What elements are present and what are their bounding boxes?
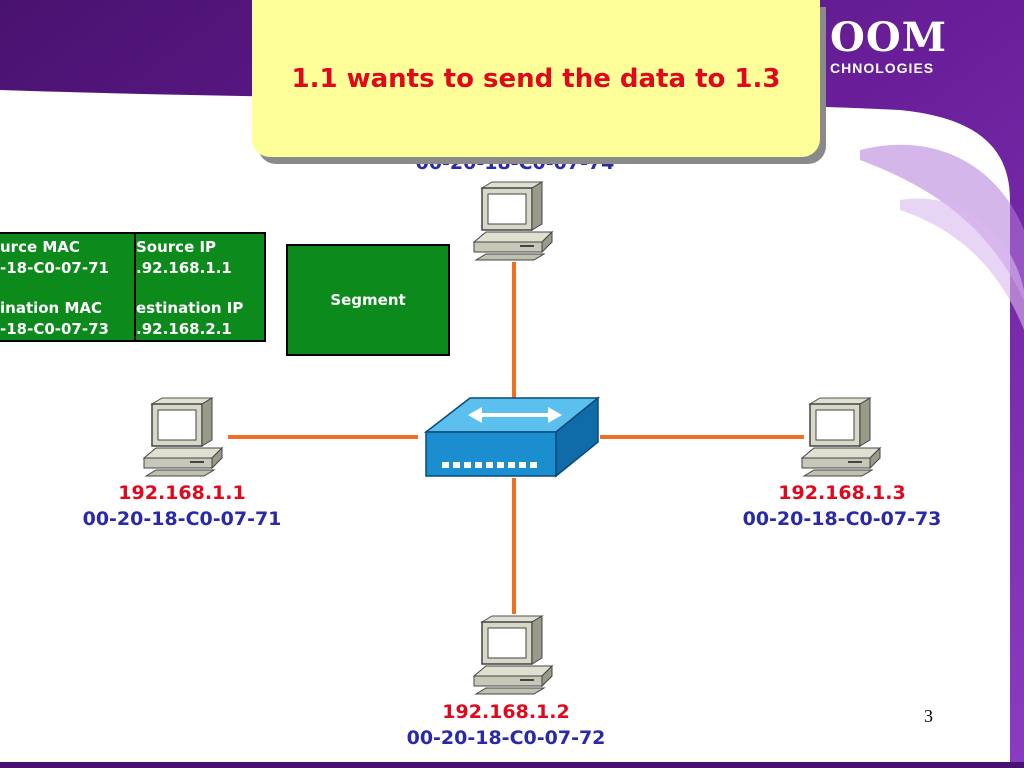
source-ip-value: .92.168.1.1 <box>136 259 232 277</box>
destination-mac-label: ination MAC <box>0 299 103 317</box>
bottom-host-ip: 192.168.1.2 <box>442 701 570 723</box>
left-host-ip: 192.168.1.1 <box>118 482 246 504</box>
right-host-ip: 192.168.1.3 <box>778 482 906 504</box>
computer-icon-top <box>472 181 554 261</box>
company-logo-subtext: CHNOLOGIES <box>830 60 935 76</box>
source-mac-label: urce MAC <box>0 238 80 256</box>
computer-icon-right <box>800 397 882 477</box>
destination-mac-value: -18-C0-07-73 <box>0 320 109 338</box>
page-number: 3 <box>924 706 933 726</box>
segment-box: Segment <box>286 244 450 356</box>
destination-ip-label: estination IP <box>136 299 244 317</box>
switch-icon <box>424 396 601 478</box>
source-ip-label: Source IP <box>136 238 217 256</box>
top-host-mac: 00-20-18-C0-07-74 <box>415 152 615 174</box>
callout-text: 1.1 wants to send the data to 1.3 <box>291 63 781 94</box>
right-host-mac: 00-20-18-C0-07-73 <box>742 508 942 530</box>
frame-ip-box: Source IP .92.168.1.1 estination IP .92.… <box>134 232 266 342</box>
left-host-mac: 00-20-18-C0-07-71 <box>82 508 282 530</box>
source-mac-value: -18-C0-07-71 <box>0 259 109 277</box>
computer-icon-left <box>142 397 224 477</box>
segment-label: Segment <box>330 291 406 309</box>
computer-icon-bottom <box>472 615 554 695</box>
destination-ip-value: .92.168.2.1 <box>136 320 232 338</box>
frame-mac-box: urce MAC -18-C0-07-71 ination MAC -18-C0… <box>0 232 136 342</box>
bottom-host-mac: 00-20-18-C0-07-72 <box>406 727 606 749</box>
callout-box: 1.1 wants to send the data to 1.3 <box>252 0 820 157</box>
company-logo-text: OOM <box>830 14 947 61</box>
